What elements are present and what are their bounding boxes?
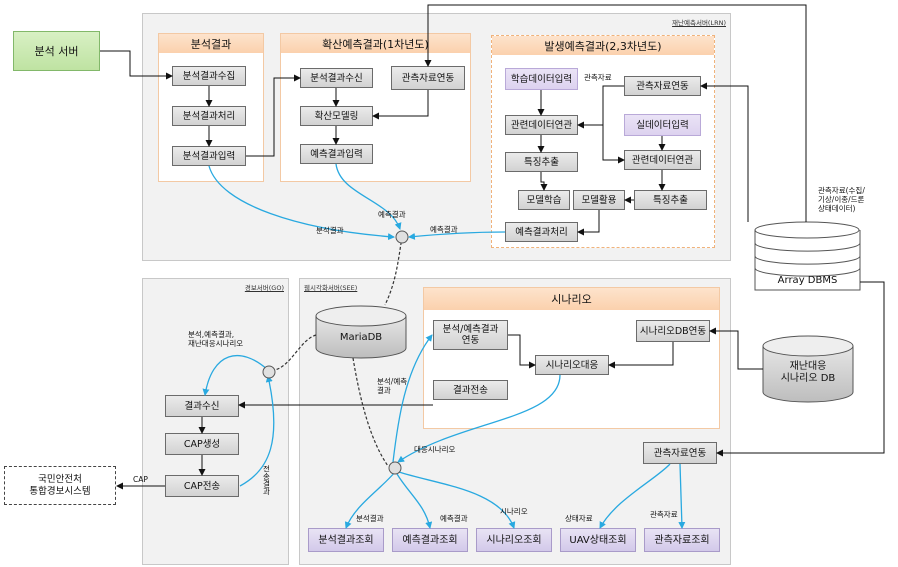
situation-server-label: 웹시각화서버(SEE) [304,284,358,292]
junction-pred [395,230,409,244]
array-dbms-label: Array DBMS [777,275,838,286]
feature-extract-box-2[interactable]: 특징추출 [634,190,707,210]
pred-process-box[interactable]: 예측결과처리 [505,222,578,242]
edge-label-q-pred: 예측결과 [440,514,468,523]
occ-obs-link-box[interactable]: 관측자료연동 [624,76,701,96]
mariadb-cylinder[interactable] [315,305,407,359]
query-uav-box[interactable]: UAV상태조회 [560,528,636,552]
result-send-box[interactable]: 결과전송 [433,380,508,400]
external-alert-system-box[interactable]: 국민안전처 통합경보시스템 [4,466,116,505]
edge-label-pred-result-top: 예측결과 [378,210,406,219]
analysis-pred-link-box[interactable]: 분석/예측결과 연동 [433,320,508,350]
edge-label-q-obs: 관측자료 [650,510,678,519]
edge-label-analysis-result: 분석결과 [316,226,344,235]
query-scenario-box[interactable]: 시나리오조회 [476,528,552,552]
analysis-server-box[interactable]: 분석 서버 [13,31,100,71]
edge-label-alert-receive: 분석,예측결과, 재난대응시나리오 [188,330,244,348]
scenario-db-cylinder[interactable] [762,335,854,403]
edge-label-q-status: 상태자료 [565,514,593,523]
real-data-input-box[interactable]: 실데이터입력 [624,114,701,136]
junction-alert [262,365,276,379]
mariadb-label: MariaDB [339,332,383,343]
array-dbms-cylinder[interactable] [754,221,861,291]
analysis-result-title: 분석결과 [159,34,263,53]
edge-label-cap: CAP [133,475,148,484]
occ-obs-small-label: 관측자료 [584,73,612,82]
edge-label-pred-result-right: 예측결과 [430,225,458,234]
junction-scenario [388,461,402,475]
alert-server-region: 경보서버(GO) [142,278,289,565]
edge-label-array-obs: 관측자료(수집/ 기상/이종/드론 상태데이터) [818,186,865,213]
obs-link-lower-box[interactable]: 관측자료연동 [643,442,717,464]
scenario-db-link-box[interactable]: 시나리오DB연동 [636,320,710,342]
query-pred-box[interactable]: 예측결과조회 [392,528,468,552]
scenario-db-label: 재난대응 시나리오 DB [780,361,836,384]
edge-label-response-scenario: 대응시나리오 [414,445,456,454]
occurrence-result-title: 발생예측결과(2,3차년도) [492,36,714,55]
edge-label-q-scenario: 시나리오 [500,507,528,516]
edge-label-q-analysis: 분석결과 [356,514,384,523]
edge-label-analysis-pred-small: 분석/예측 결과 [377,377,408,395]
analysis-collect-box[interactable]: 분석결과수집 [172,66,246,86]
scenario-title: 시나리오 [424,288,719,310]
diffusion-result-title: 확산예측결과(1차년도) [281,34,470,53]
alert-server-label: 경보서버(GO) [244,284,284,292]
learning-data-input-box[interactable]: 학습데이터입력 [505,68,578,90]
query-obs-box[interactable]: 관측자료조회 [644,528,720,552]
edge-label-send-result: 전송결과 [262,465,271,495]
disaster-server-label: 재난예측서버(LRN) [672,19,726,27]
query-analysis-box[interactable]: 분석결과조회 [308,528,384,552]
